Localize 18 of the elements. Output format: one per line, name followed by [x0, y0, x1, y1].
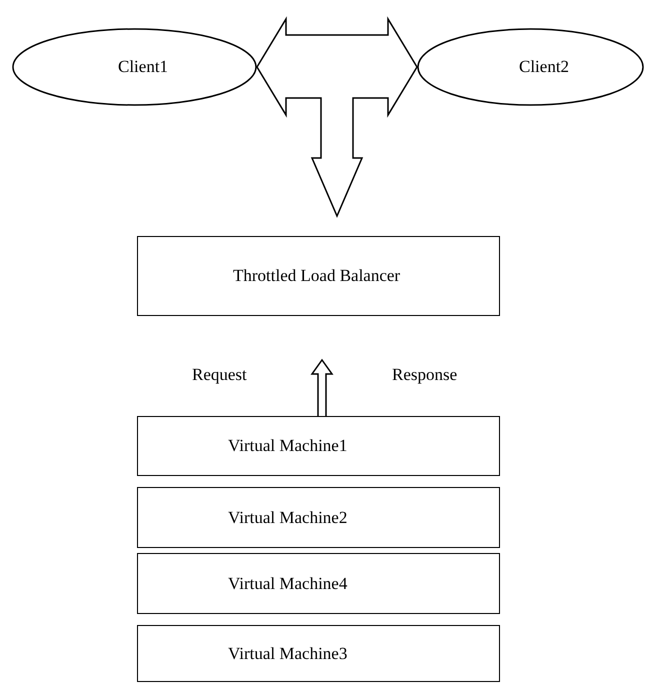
- node-label: Virtual Machine1: [228, 436, 348, 456]
- text-label: Request: [192, 365, 247, 385]
- hollow-arrow: [310, 358, 334, 417]
- node-label: Client1: [118, 57, 168, 77]
- process-box: [137, 625, 500, 682]
- node-label: Virtual Machine2: [228, 508, 348, 528]
- client-ellipse: [417, 28, 644, 106]
- node-label: Virtual Machine4: [228, 574, 348, 594]
- client-ellipse: [12, 28, 257, 106]
- process-box: [137, 236, 500, 316]
- process-box: [137, 487, 500, 548]
- text-label: Response: [392, 365, 458, 385]
- process-box: [137, 553, 500, 614]
- node-label: Virtual Machine3: [228, 644, 348, 664]
- node-label: Throttled Load Balancer: [233, 266, 400, 286]
- block-arrow: [256, 16, 418, 218]
- node-label: Client2: [519, 57, 570, 77]
- process-box: [137, 416, 500, 476]
